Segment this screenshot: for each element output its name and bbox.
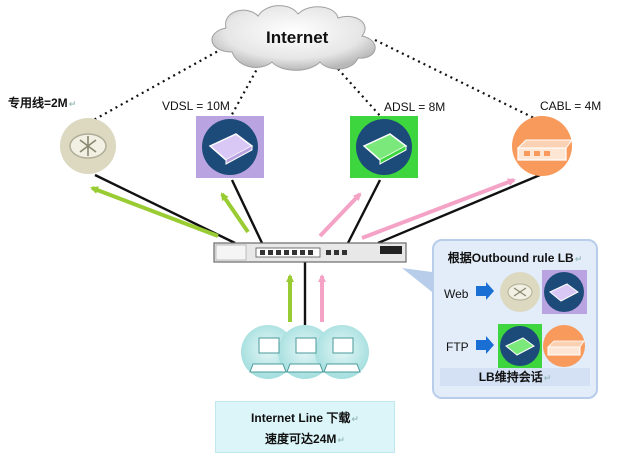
bandwidth-note-line1: Internet Line 下载	[251, 411, 351, 425]
adsl-label: ADSL = 8M	[384, 100, 446, 114]
bandwidth-note-line2: 速度可达24M	[265, 432, 337, 446]
lb-session-footer: LB维持会话↵	[440, 368, 590, 386]
router-icon	[60, 118, 116, 174]
vdsl-label: VDSL = 10M	[162, 99, 230, 113]
internet-link-adsl	[329, 59, 383, 119]
web-router-icon	[500, 272, 540, 312]
green-arrow-vdsl	[220, 192, 250, 234]
ftp-adsl-modem-icon	[498, 324, 542, 368]
ftp-arrow-icon	[476, 336, 494, 354]
callout-pointer	[402, 268, 432, 292]
wan-link-cable	[377, 173, 541, 245]
download-arrows	[318, 178, 516, 322]
ftp-cable-modem-icon	[543, 325, 585, 367]
pink-arrow-cable	[361, 178, 516, 240]
cable-modem-icon	[512, 116, 573, 176]
internet-cloud-icon	[211, 5, 376, 71]
internet-label: Internet	[266, 28, 329, 47]
green-arrow-leased	[90, 186, 219, 238]
adsl-modem-icon	[350, 116, 418, 178]
upload-arrows	[90, 186, 294, 322]
internet-link-vdsl	[229, 59, 263, 119]
web-arrow-icon	[476, 282, 494, 300]
internet-links	[89, 39, 539, 123]
web-vdsl-modem-icon	[542, 270, 587, 314]
load-balancer-device-icon	[213, 242, 407, 263]
leased-line-label: 专用线=2M↵	[8, 96, 77, 110]
lb-row-ftp-label: FTP	[446, 340, 469, 354]
internet-link-leased	[89, 39, 239, 123]
cable-label: CABL = 4M	[540, 99, 602, 113]
vdsl-modem-icon	[196, 116, 264, 178]
bandwidth-note: Internet Line 下载↵ 速度可达24M↵	[215, 401, 395, 453]
lb-row-web-label: Web	[444, 287, 469, 301]
wan-link-adsl	[346, 179, 382, 244]
wan-link-vdsl	[230, 179, 264, 244]
lb-policy-title: 根据Outbound rule LB↵	[447, 251, 583, 265]
internet-link-cable	[374, 39, 539, 121]
pink-arrow-adsl	[318, 192, 362, 238]
client-pcs-icon	[241, 325, 369, 379]
